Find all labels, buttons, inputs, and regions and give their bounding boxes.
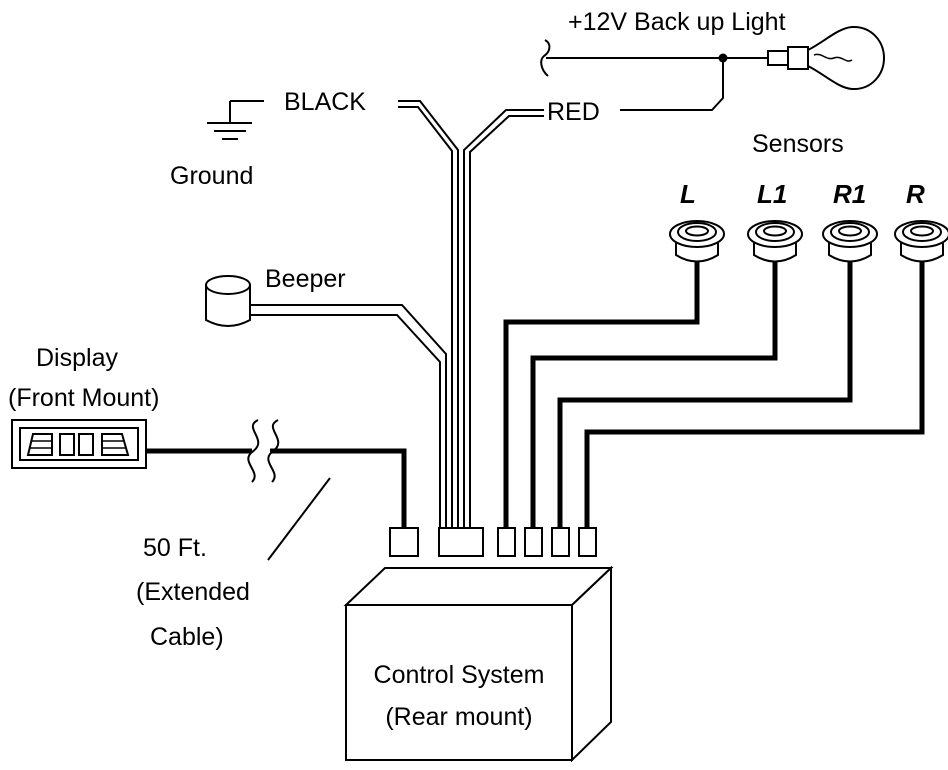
sensor-r-label: R (906, 179, 925, 209)
sensor-r1-icon (822, 220, 878, 263)
sensor-r-wire (584, 262, 925, 528)
wire-break-squiggle (540, 39, 551, 77)
sensors-label: Sensors (752, 130, 844, 158)
display-connector (389, 527, 419, 557)
sensor-l1-wire (530, 262, 778, 528)
cable-callout-line (267, 477, 331, 561)
sensor-l: L (503, 179, 725, 528)
control-system-box (343, 565, 614, 763)
sensor-r1-label: R1 (833, 179, 866, 209)
red-wire-label: RED (547, 98, 600, 126)
sensor-connector-l1 (524, 527, 543, 557)
sensor-r-icon (894, 220, 948, 263)
black-wire-a (398, 100, 459, 528)
backup-light-circuit: +12V Back up Light (540, 8, 886, 111)
control-label-line1: Control System (374, 661, 545, 689)
connector-row (389, 527, 597, 557)
cable-break-icon (247, 419, 280, 483)
beeper-label: Beeper (265, 265, 346, 293)
sensor-r1: R1 (557, 179, 878, 528)
sensor-l-label: L (680, 179, 696, 209)
control-label-line2: (Rear mount) (385, 703, 532, 731)
power-beeper-connector (438, 527, 484, 557)
sensors-group: L L1 R1 R (503, 179, 948, 528)
sensor-connector-l (497, 527, 516, 557)
cable-label-line3: Cable) (150, 623, 224, 651)
sensor-l1-label: L1 (757, 179, 787, 209)
sensor-l1: L1 (530, 179, 803, 528)
red-wire-to-junction (620, 58, 724, 111)
ground-symbol-icon (207, 100, 264, 140)
backup-light-label: +12V Back up Light (568, 8, 786, 36)
beeper-icon (205, 275, 251, 327)
cable-label-line2: (Extended (136, 578, 250, 606)
red-wire-a (463, 109, 544, 528)
display-label-line1: Display (36, 344, 118, 372)
beeper-wire-b (250, 314, 441, 528)
display-label-line2: (Front Mount) (8, 384, 159, 412)
sensor-connector-r1 (551, 527, 570, 557)
ground-label: Ground (170, 162, 253, 190)
beeper-wire-a (250, 304, 447, 528)
display-unit-icon (11, 419, 147, 469)
sensor-l-icon (669, 220, 725, 263)
sensor-r1-wire (557, 262, 853, 528)
display-cable-right (270, 448, 407, 528)
light-bulb-icon (767, 25, 886, 91)
black-wire-b (398, 106, 453, 528)
sensor-l-wire (503, 262, 700, 528)
red-wire-b (469, 115, 544, 528)
sensor-l1-icon (747, 220, 803, 263)
sensor-connector-r (578, 527, 597, 557)
black-wire-label: BLACK (284, 88, 366, 116)
sensor-r: R (584, 179, 948, 528)
cable-label-line1: 50 Ft. (143, 534, 207, 562)
